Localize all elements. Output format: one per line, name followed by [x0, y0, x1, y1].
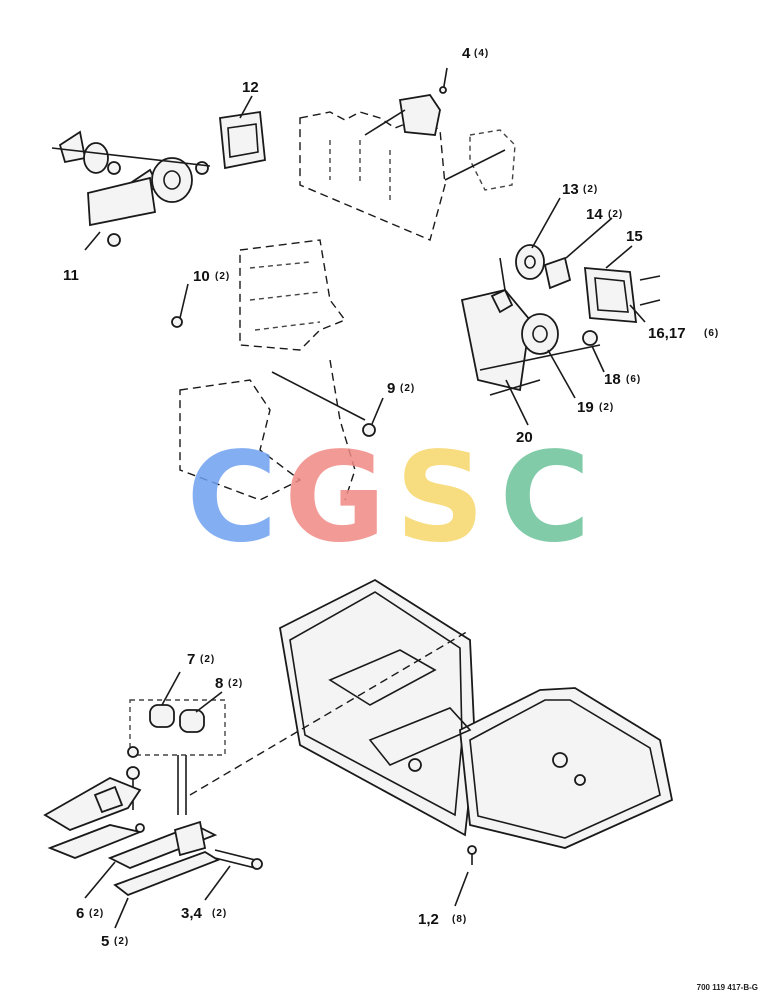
callout-10: 10	[193, 268, 210, 285]
middle-frame-phantom	[171, 239, 376, 501]
callout-6-qty: (2)	[89, 908, 104, 919]
callout-5: 5	[101, 933, 109, 950]
callout-1-2: 1,2	[418, 911, 439, 928]
callout-6: 6	[76, 905, 84, 922]
callout-9-qty: (2)	[400, 383, 415, 394]
watermark-letter: C	[499, 426, 590, 570]
callout-8: 8	[215, 675, 223, 692]
callout-4-qty: (4)	[474, 48, 489, 59]
callout-7: 7	[187, 651, 195, 668]
callout-10-qty: (2)	[215, 271, 230, 282]
callout-8-qty: (2)	[228, 678, 243, 689]
callout-5-qty: (2)	[114, 936, 129, 947]
callout-16-17: 16,17	[648, 325, 686, 342]
callout-12: 12	[242, 79, 259, 96]
callout-7-qty: (2)	[200, 654, 215, 665]
screw-4-part	[439, 67, 448, 94]
watermark-letter: G	[284, 426, 386, 570]
callout-13: 13	[562, 181, 579, 198]
idler-assembly-11-12	[51, 110, 266, 251]
callout-16-17-qty: (6)	[704, 328, 719, 339]
callout-3-4: 3,4	[181, 905, 203, 922]
drawing-number: 700 119 417-B-G	[696, 983, 758, 992]
callout-18-qty: (6)	[626, 374, 641, 385]
callout-18: 18	[604, 371, 621, 388]
callout-labels: 4 (4) 12 11 13 (2) 14 (2) 15 10 (2) 16,1…	[63, 45, 719, 950]
callout-14-qty: (2)	[608, 209, 623, 220]
callout-19-qty: (2)	[599, 402, 614, 413]
callout-1-2-qty: (8)	[452, 914, 467, 925]
callout-4: 4	[462, 45, 471, 62]
lower-frame-assembly	[279, 578, 674, 865]
watermark-letter: C	[186, 426, 277, 570]
callout-3-4-qty: (2)	[212, 908, 227, 919]
upper-frame-phantom	[299, 94, 516, 241]
callout-20: 20	[516, 429, 533, 446]
leader-lines	[84, 95, 646, 929]
idler-assembly-13-20	[460, 244, 661, 396]
callout-9: 9	[387, 380, 395, 397]
watermark-letter: S	[395, 426, 484, 570]
callout-14: 14	[586, 206, 603, 223]
mounting-bracket-assembly	[43, 629, 471, 897]
callout-13-qty: (2)	[583, 184, 598, 195]
callout-19: 19	[577, 399, 594, 416]
callout-11: 11	[63, 267, 79, 284]
callout-15: 15	[626, 228, 643, 245]
